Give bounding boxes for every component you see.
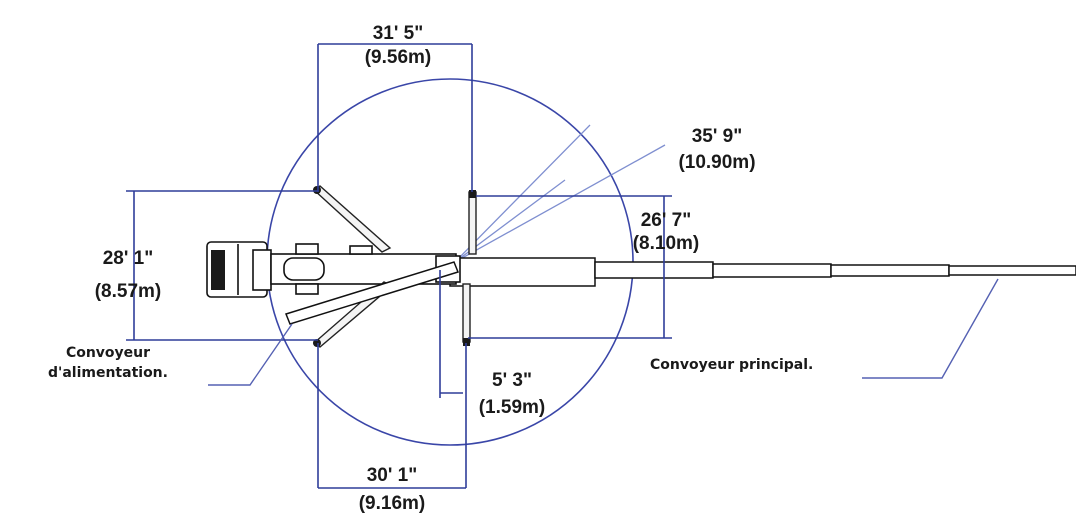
feed-conveyor-leader [208, 323, 293, 386]
main-conveyor-section-3 [712, 263, 832, 278]
feed-conveyor [285, 261, 459, 325]
reach-leader-line [454, 144, 666, 263]
outrigger-pad-front-left [469, 190, 476, 198]
front-spread-metric: (8.10m) [633, 233, 700, 254]
outrigger-pad-front-right [463, 338, 470, 346]
top-spread-imperial: 31' 5" [373, 23, 424, 44]
main-conveyor-section-2 [594, 261, 714, 279]
dim-pivot-offset [439, 270, 463, 398]
dim-front-spread [468, 195, 672, 339]
main-conveyor-section-4 [830, 264, 950, 277]
chassis-bracket-top [295, 243, 319, 255]
dim-rear-spread [126, 190, 318, 341]
main-conveyor [449, 257, 1076, 287]
outrigger-pad-rear-right [313, 339, 321, 347]
rear-spread-metric: (8.57m) [95, 281, 162, 302]
cab-rear [252, 249, 272, 291]
reach-radius-imperial: 35' 9" [692, 126, 743, 147]
pivot-offset-imperial: 5' 3" [492, 370, 532, 391]
main-conveyor-section-5 [948, 265, 1076, 276]
outrigger-front-left [468, 191, 477, 255]
chassis-bracket-bottom [295, 283, 319, 295]
outrigger-pad-rear-left [313, 186, 321, 194]
rear-spread-imperial: 28' 1" [103, 248, 154, 269]
main-conveyor-section-1 [449, 257, 596, 287]
outrigger-rear-left [312, 185, 392, 253]
main-conveyor-leader [862, 278, 999, 379]
truck-windshield [211, 250, 225, 290]
dim-top-spread [317, 43, 473, 192]
reach-radius-metric: (10.90m) [678, 152, 755, 173]
dim-bottom-spread [317, 343, 467, 489]
bottom-spread-imperial: 30' 1" [367, 465, 418, 486]
front-spread-imperial: 26' 7" [641, 210, 692, 231]
truck-tank [283, 257, 325, 281]
chassis-bracket-top-2 [349, 245, 373, 255]
bottom-spread-metric: (9.16m) [359, 493, 426, 514]
radius-line-outer [454, 124, 591, 263]
outrigger-front-right [462, 283, 471, 343]
pivot-offset-metric: (1.59m) [479, 397, 546, 418]
feed-conveyor-label-line2: d'alimentation. [48, 365, 168, 381]
feed-conveyor-label-line1: Convoyeur [66, 345, 150, 361]
main-conveyor-label: Convoyeur principal. [650, 357, 813, 373]
top-spread-metric: (9.56m) [365, 47, 432, 68]
truck [206, 241, 461, 298]
